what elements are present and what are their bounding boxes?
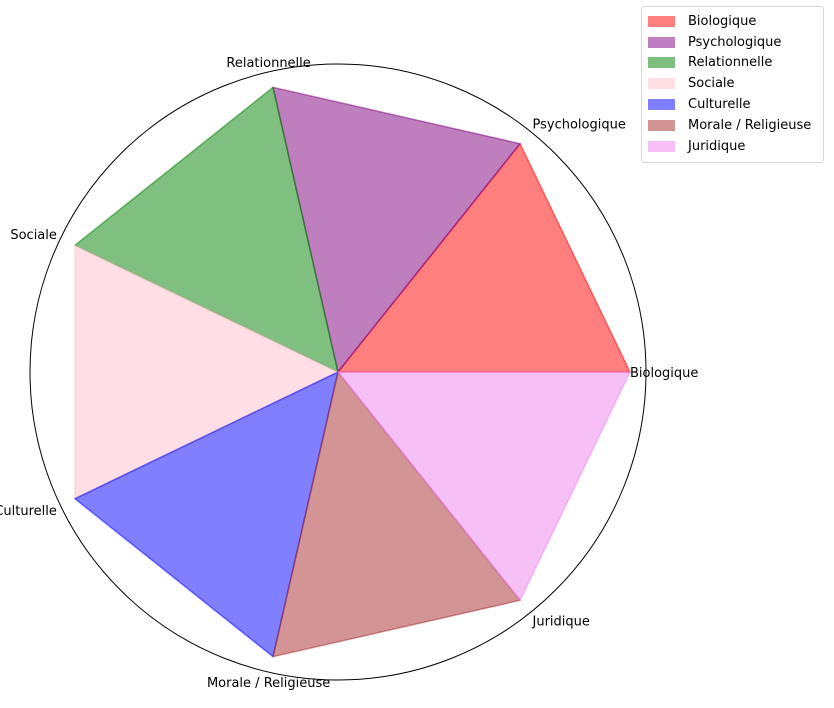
legend-label-2: Relationnelle bbox=[688, 55, 773, 71]
legend-item-1: Psychologique bbox=[642, 32, 823, 53]
legend-label-3: Sociale bbox=[688, 76, 735, 92]
axis-label-4: Culturelle bbox=[0, 504, 57, 519]
legend-swatch-3 bbox=[648, 78, 675, 90]
legend-swatch-5 bbox=[648, 119, 675, 131]
legend-label-5: Morale / Religieuse bbox=[688, 117, 812, 133]
legend-label-6: Juridique bbox=[688, 138, 746, 154]
legend-label-0: Biologique bbox=[688, 13, 757, 29]
legend-swatch-4 bbox=[648, 99, 675, 111]
legend-swatch-2 bbox=[648, 57, 675, 69]
legend-item-4: Culturelle bbox=[642, 94, 823, 115]
legend-item-2: Relationnelle bbox=[642, 53, 823, 74]
axis-label-5: Morale / Religieuse bbox=[207, 676, 330, 691]
axis-label-1: Psychologique bbox=[533, 117, 626, 132]
legend-item-0: Biologique bbox=[642, 11, 823, 32]
axis-label-0: Biologique bbox=[630, 366, 698, 381]
legend-label-4: Culturelle bbox=[688, 97, 751, 113]
polar-frame bbox=[29, 63, 647, 681]
legend-label-1: Psychologique bbox=[688, 34, 782, 50]
axis-label-6: Juridique bbox=[532, 615, 590, 630]
legend-swatch-6 bbox=[648, 140, 675, 152]
legend-swatch-0 bbox=[648, 15, 675, 27]
legend-swatch-1 bbox=[648, 36, 675, 48]
legend-item-5: Morale / Religieuse bbox=[642, 115, 823, 136]
axis-label-2: Relationnelle bbox=[226, 56, 310, 71]
axis-label-3: Sociale bbox=[10, 228, 57, 243]
legend-item-3: Sociale bbox=[642, 73, 823, 94]
series-area-6 bbox=[337, 371, 631, 602]
legend-item-6: Juridique bbox=[642, 136, 823, 157]
